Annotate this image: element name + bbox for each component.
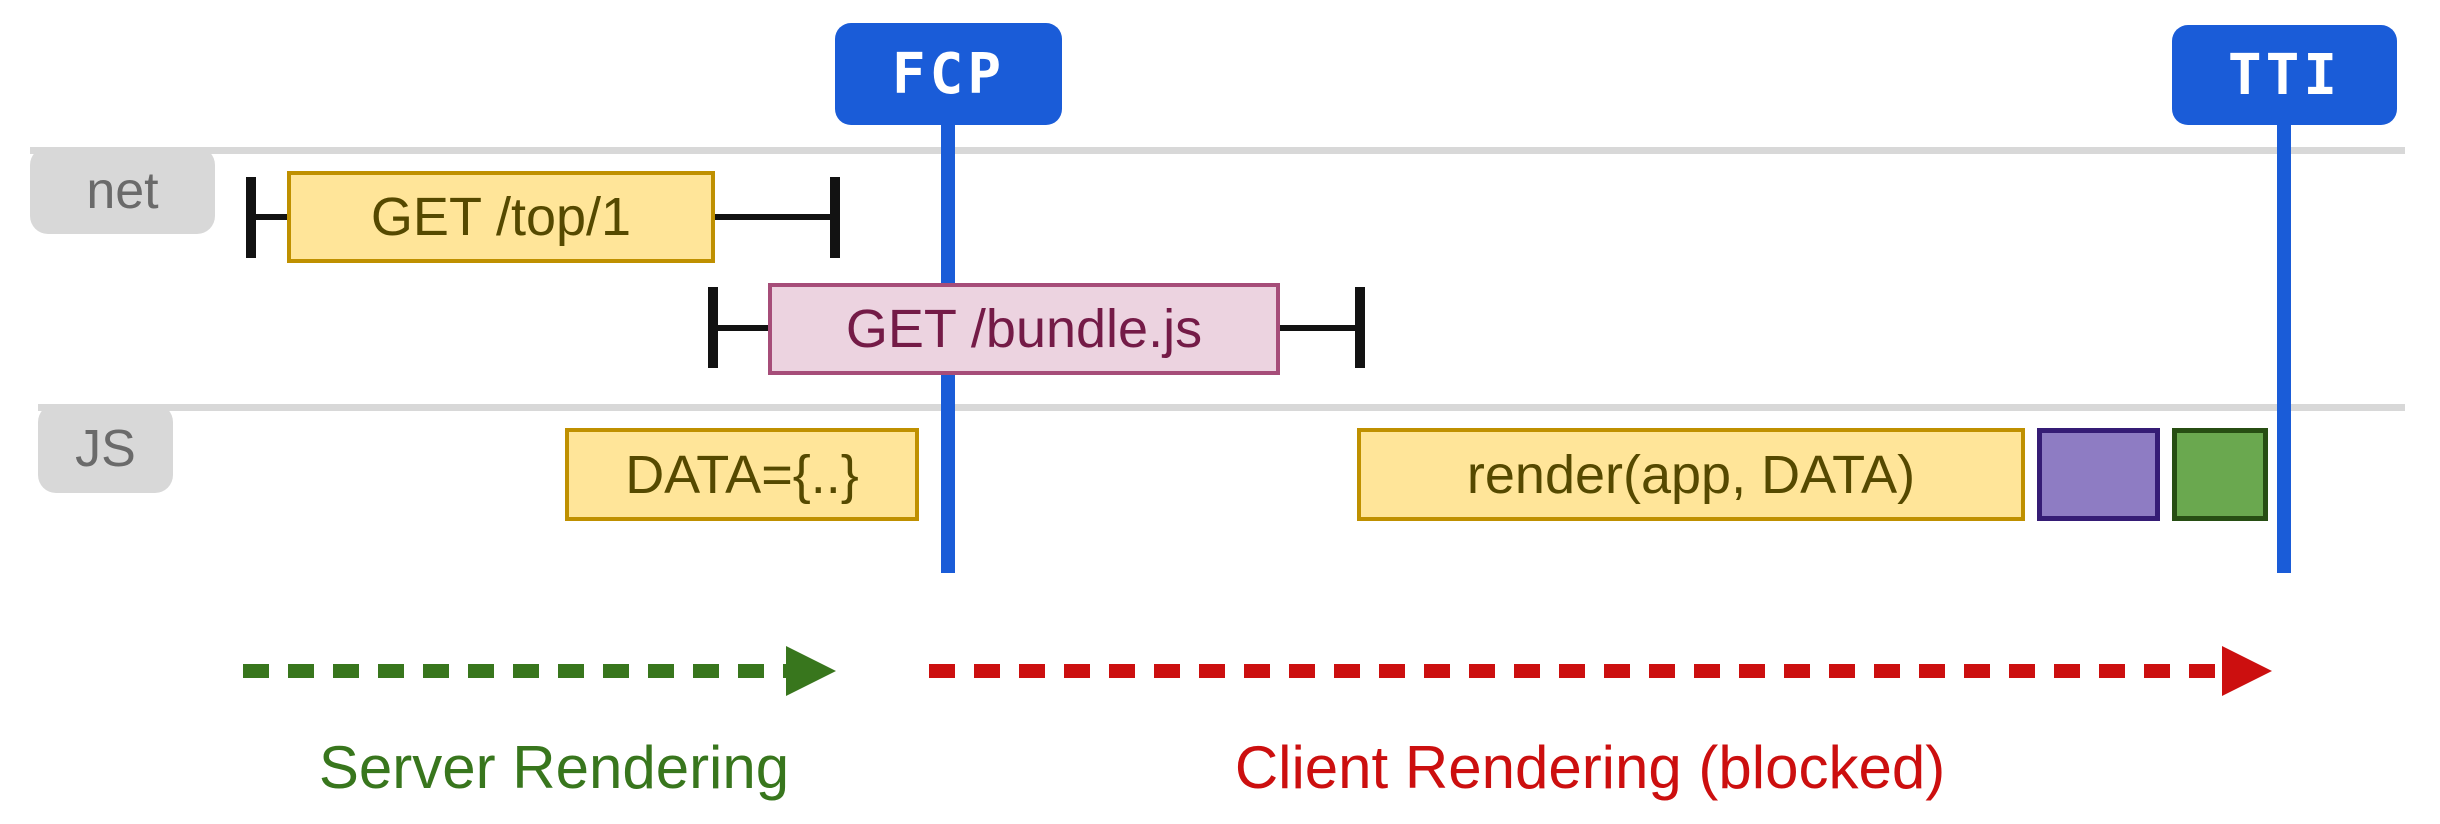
- lane-label-js-text: JS: [75, 419, 136, 478]
- net-request-box-bundle: GET /bundle.js: [768, 283, 1280, 375]
- js-task-block-green: [2172, 428, 2268, 521]
- bundle-request-start-tick: [708, 287, 718, 368]
- tti-badge: TTI: [2172, 25, 2397, 125]
- top1-request-start-tick: [246, 177, 256, 258]
- bundle-request-end-tick: [1355, 287, 1365, 368]
- net-track-line: [30, 147, 2405, 154]
- js-task-box-data: DATA={..}: [565, 428, 919, 521]
- js-task-box-data-text: DATA={..}: [625, 444, 859, 505]
- top1-request-end-tick: [830, 177, 840, 258]
- lane-label-js: JS: [38, 404, 173, 493]
- fcp-badge: FCP: [835, 23, 1062, 125]
- js-track-line: [38, 404, 2405, 411]
- net-request-box-top1-text: GET /top/1: [370, 187, 632, 247]
- js-task-block-purple: [2037, 428, 2160, 521]
- server-rendering-arrow-head: [786, 646, 836, 696]
- tti-badge-text: TTI: [2227, 42, 2342, 108]
- lane-label-net-text: net: [86, 161, 159, 220]
- js-task-box-render-text: render(app, DATA): [1466, 444, 1916, 505]
- fcp-badge-text: FCP: [891, 41, 1006, 107]
- net-request-box-bundle-text: GET /bundle.js: [845, 299, 1203, 359]
- js-task-box-render: render(app, DATA): [1357, 428, 2025, 521]
- tti-marker-line: [2277, 125, 2291, 573]
- client-rendering-caption: Client Rendering (blocked): [1234, 734, 1946, 801]
- client-rendering-arrow-head: [2222, 646, 2272, 696]
- lane-label-net: net: [30, 147, 215, 234]
- server-rendering-caption: Server Rendering: [318, 734, 790, 801]
- net-request-box-top1: GET /top/1: [287, 171, 715, 263]
